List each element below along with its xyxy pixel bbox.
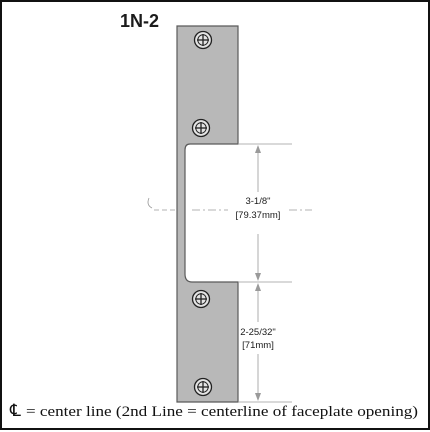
screw-hole-lower — [191, 289, 211, 309]
dimension-lower-imperial: 2-25/32" — [240, 327, 276, 338]
diagram-title: 1N-2 — [120, 11, 159, 31]
dimension-line-opening — [255, 145, 261, 281]
legend-text: = center line (2nd Line = centerline of … — [26, 404, 418, 420]
screw-hole-top — [193, 30, 213, 50]
centerline-symbol-icon: ℄ — [9, 401, 21, 421]
opening-centerline — [147, 197, 312, 211]
screw-hole-upper — [191, 118, 211, 138]
dimension-opening-metric: [79.37mm] — [236, 210, 281, 221]
dimension-lower-metric: [71mm] — [242, 340, 274, 351]
dimension-opening-imperial: 3-1/8" — [245, 196, 270, 207]
faceplate — [176, 25, 239, 403]
extension-lines — [238, 143, 292, 403]
screw-hole-bottom — [193, 377, 213, 397]
dimension-line-lower — [255, 283, 261, 401]
